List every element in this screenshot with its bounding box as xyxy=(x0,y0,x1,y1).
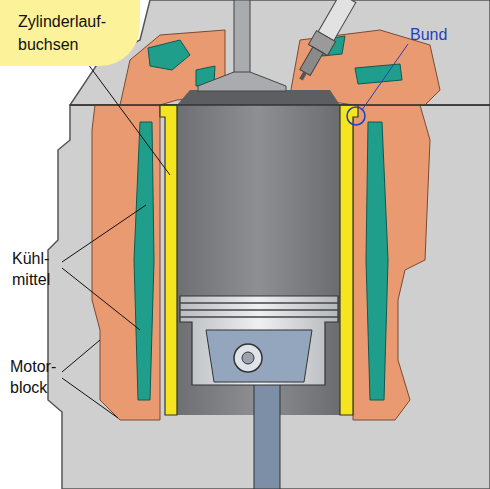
piston-part xyxy=(206,330,312,382)
cylinder-head-part-part xyxy=(300,47,323,76)
part-name: Zylinderlauf- buchsen xyxy=(18,10,128,56)
part-name: Bund xyxy=(410,24,470,45)
cylinder-bore xyxy=(177,90,340,415)
cast-material xyxy=(92,30,440,420)
piston-part xyxy=(180,296,338,385)
piston xyxy=(180,296,338,489)
piston-part xyxy=(180,302,338,304)
cylinder-liner-part xyxy=(340,105,358,415)
piston-part xyxy=(242,352,254,364)
cylinder-head-part-part xyxy=(299,72,306,81)
part-name: Kühl- mittel xyxy=(12,248,62,290)
engine-block-part xyxy=(48,105,490,489)
cylinder-bore-part xyxy=(177,90,340,105)
label-highlight: Zylinderlauf- buchsen xyxy=(0,0,140,66)
cylinder-liner xyxy=(160,105,358,415)
cylinder-liner-part xyxy=(160,105,177,415)
cylinder-head-part xyxy=(70,104,490,106)
coolant-part xyxy=(355,64,402,84)
coolant-part xyxy=(148,40,190,70)
piston-part xyxy=(234,344,262,372)
engine-block xyxy=(48,0,490,489)
cast-material-part xyxy=(353,105,430,420)
cylinder-head-part xyxy=(234,0,250,74)
coolant-part xyxy=(366,122,388,400)
leader-line-part xyxy=(62,378,118,418)
piston-part xyxy=(180,309,338,311)
cast-material-part xyxy=(92,105,160,420)
piston-part xyxy=(180,316,338,318)
leader-line-part xyxy=(62,205,146,262)
leader-line-part xyxy=(62,340,100,372)
part-name: Motor- block xyxy=(10,356,66,398)
coolant-part xyxy=(134,122,154,400)
leader-line-part xyxy=(362,44,408,110)
cylinder-bore-part xyxy=(177,105,340,415)
leader-line-part xyxy=(62,268,140,330)
leader-line xyxy=(62,44,408,418)
cylinder-head-part xyxy=(291,0,357,85)
leader-line-part xyxy=(347,107,365,125)
cylinder-head-part xyxy=(198,72,286,91)
leader-line-part xyxy=(85,60,170,175)
